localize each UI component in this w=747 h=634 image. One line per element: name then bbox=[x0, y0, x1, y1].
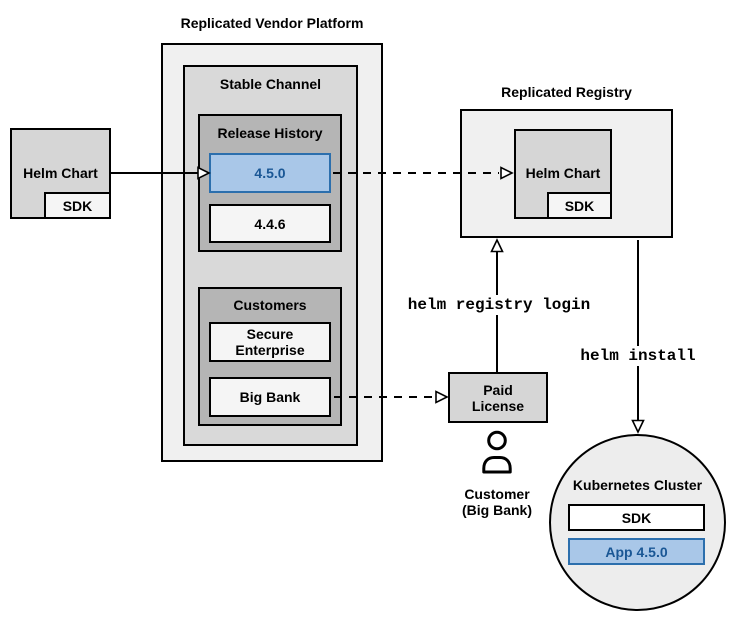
customer-secure-enterprise-label: Secure Enterprise bbox=[235, 326, 305, 358]
stable-channel-box: Stable Channel Release History 4.5.0 4.4… bbox=[183, 65, 358, 446]
helm-chart-source-label: Helm Chart bbox=[23, 165, 98, 181]
registry-helm-chart-label: Helm Chart bbox=[525, 165, 601, 181]
kubernetes-cluster-title: Kubernetes Cluster bbox=[572, 477, 703, 493]
registry-helm-chart-box: Helm Chart SDK bbox=[514, 129, 612, 219]
cluster-app-box: App 4.5.0 bbox=[568, 538, 705, 565]
stable-channel-title: Stable Channel bbox=[219, 76, 322, 92]
helm-chart-source-sdk-label: SDK bbox=[62, 197, 93, 214]
customer-big-bank-label: Big Bank bbox=[239, 389, 301, 405]
person-icon bbox=[477, 429, 517, 474]
registry-sdk-box: SDK bbox=[547, 192, 612, 219]
helm-registry-login-command: helm registry login bbox=[399, 295, 599, 315]
version-4-5-0-box: 4.5.0 bbox=[209, 153, 331, 193]
kubernetes-cluster-circle: Kubernetes Cluster SDK App 4.5.0 bbox=[549, 434, 726, 611]
cluster-sdk-box: SDK bbox=[568, 504, 705, 531]
version-4-4-6-box: 4.4.6 bbox=[209, 204, 331, 243]
customer-caption: Customer (Big Bank) bbox=[437, 486, 557, 518]
helm-chart-source-box: Helm Chart SDK bbox=[10, 128, 111, 219]
cluster-sdk-label: SDK bbox=[621, 509, 652, 526]
version-4-4-6-label: 4.4.6 bbox=[254, 215, 286, 232]
arrow-registry-to-cluster bbox=[631, 240, 645, 434]
cluster-app-label: App 4.5.0 bbox=[605, 543, 668, 560]
customer-secure-enterprise-box: Secure Enterprise bbox=[209, 322, 331, 362]
registry-box: Helm Chart SDK bbox=[460, 109, 673, 238]
registry-sdk-label: SDK bbox=[564, 197, 595, 214]
helm-install-command: helm install bbox=[558, 346, 718, 366]
release-history-title: Release History bbox=[217, 125, 323, 141]
customer-caption-org: (Big Bank) bbox=[462, 502, 532, 518]
customers-box: Customers Secure Enterprise Big Bank bbox=[198, 287, 342, 426]
paid-license-label: Paid License bbox=[471, 381, 525, 414]
vendor-platform-box: Stable Channel Release History 4.5.0 4.4… bbox=[161, 43, 383, 462]
helm-chart-source-sdk-box: SDK bbox=[44, 192, 111, 219]
release-history-box: Release History 4.5.0 4.4.6 bbox=[198, 114, 342, 252]
paid-license-box: Paid License bbox=[448, 372, 548, 423]
customer-caption-name: Customer bbox=[464, 486, 530, 502]
version-4-5-0-label: 4.5.0 bbox=[254, 165, 286, 181]
customers-title: Customers bbox=[233, 297, 307, 313]
vendor-platform-title: Replicated Vendor Platform bbox=[180, 15, 364, 31]
customer-big-bank-box: Big Bank bbox=[209, 377, 331, 417]
registry-title: Replicated Registry bbox=[501, 84, 632, 100]
